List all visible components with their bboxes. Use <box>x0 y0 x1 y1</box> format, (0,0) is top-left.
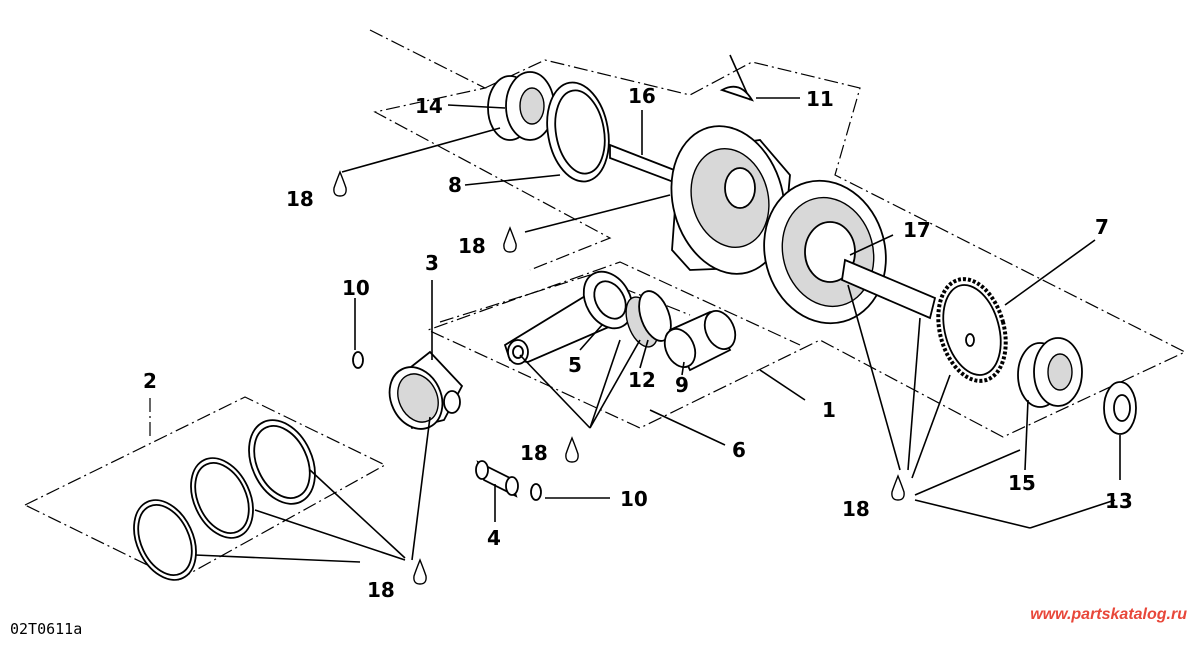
callout-17: 17 <box>903 218 931 242</box>
callout-13: 13 <box>1105 489 1133 513</box>
callout-12: 12 <box>628 368 656 392</box>
callout-5: 5 <box>568 353 582 377</box>
needle-bearing <box>625 290 672 348</box>
callout-14: 14 <box>415 94 443 118</box>
leader-lines <box>194 97 1121 563</box>
piston-ring-set <box>133 419 316 581</box>
callout-3: 3 <box>425 251 439 275</box>
piston-pin <box>475 460 519 498</box>
callout-18-a: 18 <box>286 187 314 211</box>
callout-7: 7 <box>1095 215 1109 239</box>
figure-code: 02T0611a <box>10 620 83 638</box>
left-crank-half <box>609 54 791 275</box>
callout-18-b: 18 <box>458 234 486 258</box>
oil-drop-icon <box>565 436 579 463</box>
callout-10-upper: 10 <box>342 276 370 300</box>
circlips <box>352 351 542 501</box>
callout-18-c: 18 <box>520 441 548 465</box>
right-crank-half <box>763 179 937 325</box>
callout-18-e: 18 <box>367 578 395 602</box>
callout-18-d: 18 <box>842 497 870 521</box>
piston <box>388 350 464 430</box>
oil-drop-icon <box>333 170 347 197</box>
crank-pin <box>663 310 737 372</box>
callout-15: 15 <box>1008 471 1036 495</box>
watermark-text: www.partskatalog.ru <box>1030 606 1187 623</box>
callout-labels: 1 2 3 4 5 6 7 8 9 10 10 11 12 13 14 15 1… <box>143 84 1133 602</box>
oil-drop-symbols <box>333 170 905 585</box>
oil-drop-icon <box>413 558 427 585</box>
callout-11: 11 <box>806 87 834 111</box>
oil-drop-icon <box>503 226 517 253</box>
bearings-and-seal <box>487 71 1137 435</box>
drive-gear <box>936 277 1008 383</box>
oil-drop-icon <box>891 474 905 501</box>
callout-4: 4 <box>487 526 501 550</box>
callout-16: 16 <box>628 84 656 108</box>
callout-2: 2 <box>143 369 157 393</box>
callout-9: 9 <box>675 373 689 397</box>
callout-1: 1 <box>822 398 836 422</box>
connecting-rod <box>503 270 634 365</box>
callout-6: 6 <box>732 438 746 462</box>
callout-10-lower: 10 <box>620 487 648 511</box>
callout-8: 8 <box>448 173 462 197</box>
